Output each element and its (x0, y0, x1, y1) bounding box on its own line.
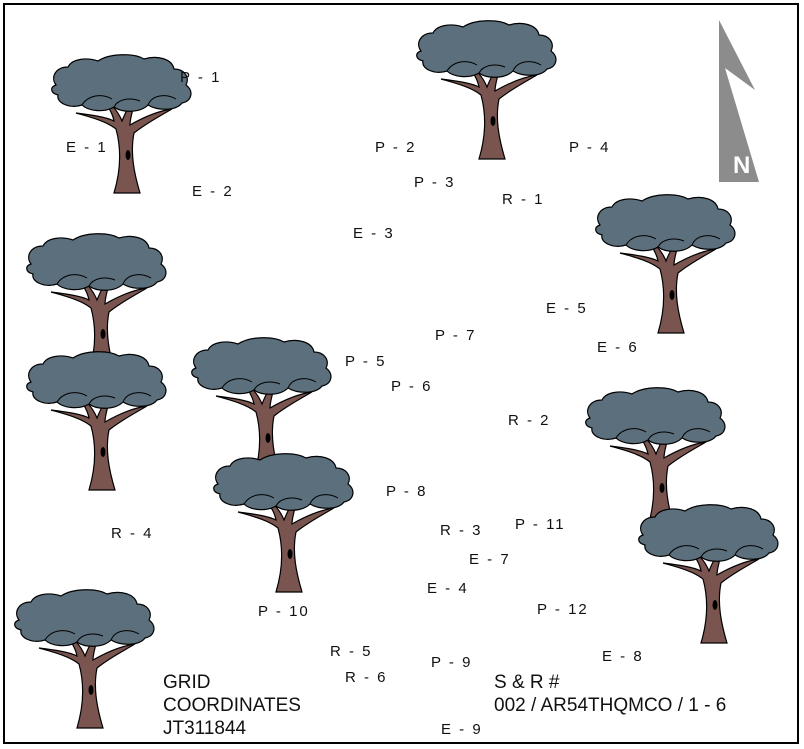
grid-value: JT311844 (163, 718, 247, 739)
marker-p-2: P - 2 (375, 139, 417, 156)
marker-e-2: E - 2 (192, 183, 234, 200)
coordinates-label: COORDINATES (163, 695, 301, 716)
north-arrow-shape (719, 20, 759, 182)
marker-r-4: R - 4 (111, 525, 154, 542)
tree-layer (14, 20, 779, 729)
marker-r-1: R - 1 (502, 191, 545, 208)
tree-icon (213, 453, 354, 593)
marker-p-12: P - 12 (537, 601, 589, 618)
marker-r-6: R - 6 (345, 669, 388, 686)
search-rescue-block: S & R # 002 / AR54THQMCO / 1 - 6 (494, 671, 726, 717)
marker-e-4: E - 4 (427, 580, 469, 597)
tree-icon (191, 337, 332, 477)
marker-e-8: E - 8 (602, 648, 644, 665)
sr-label: S & R # (494, 672, 560, 693)
marker-e-5: E - 5 (546, 300, 588, 317)
marker-p-7: P - 7 (435, 327, 477, 344)
tree-icon (26, 233, 167, 373)
marker-p-9: P - 9 (431, 654, 473, 671)
marker-p-10: P - 10 (258, 603, 310, 620)
marker-e-3: E - 3 (353, 225, 395, 242)
marker-e-9: E - 9 (441, 721, 483, 738)
marker-r-5: R - 5 (330, 643, 373, 660)
marker-p-1: P - 1 (180, 69, 222, 86)
marker-p-8: P - 8 (386, 483, 428, 500)
tree-icon (416, 20, 557, 160)
tree-icon (14, 589, 155, 729)
map-canvas: N P - 1 E - 1 E - 2 P - 2 P - 3 P - 4 R - 1 E -… (3, 3, 799, 744)
marker-p-5: P - 5 (345, 353, 387, 370)
marker-p-3: P - 3 (414, 174, 456, 191)
tree-icon (26, 351, 167, 491)
marker-r-3: R - 3 (440, 522, 483, 539)
north-letter: N (733, 152, 750, 179)
sr-value: 002 / AR54THQMCO / 1 - 6 (494, 695, 727, 716)
marker-p-4: P - 4 (569, 139, 611, 156)
north-arrow-icon: N (719, 20, 759, 182)
marker-p-11: P - 11 (515, 516, 566, 533)
marker-p-6: P - 6 (391, 378, 433, 395)
grid-coordinates-block: GRID COORDINATES JT311844 (163, 671, 301, 740)
grid-label: GRID (163, 672, 211, 693)
marker-e-1: E - 1 (66, 139, 108, 156)
marker-r-2: R - 2 (508, 412, 551, 429)
tree-icon (51, 54, 192, 194)
marker-e-7: E - 7 (469, 551, 511, 568)
marker-e-6: E - 6 (597, 339, 639, 356)
tree-icon (595, 194, 736, 334)
tree-icon (585, 387, 726, 527)
tree-icon (638, 504, 779, 644)
